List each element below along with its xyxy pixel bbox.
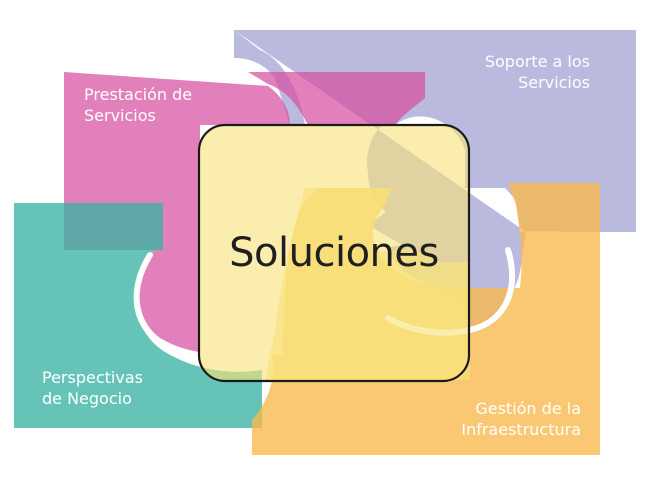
label-gestion-line2: Infraestructura <box>461 420 581 439</box>
center-box <box>197 123 471 383</box>
label-prestacion-servicios: Prestación de Servicios <box>84 84 192 126</box>
label-prestacion-line1: Prestación de <box>84 85 193 104</box>
shape-prestacion <box>64 72 425 352</box>
label-soporte-line1: Soporte a los <box>484 52 590 71</box>
label-perspectivas-line2: de Negocio <box>42 389 132 408</box>
center-title-text: Soluciones <box>229 230 439 276</box>
label-soporte-line2: Servicios <box>518 73 590 92</box>
label-soporte-servicios: Soporte a los Servicios <box>485 51 590 93</box>
center-title: Soluciones <box>199 125 469 381</box>
label-prestacion-line2: Servicios <box>84 106 156 125</box>
label-perspectivas-line1: Perspectivas <box>42 368 143 387</box>
label-perspectivas-negocio: Perspectivas de Negocio <box>42 367 143 409</box>
label-gestion-line1: Gestión de la <box>475 399 581 418</box>
label-gestion-infraestructura: Gestión de la Infraestructura <box>461 398 581 440</box>
